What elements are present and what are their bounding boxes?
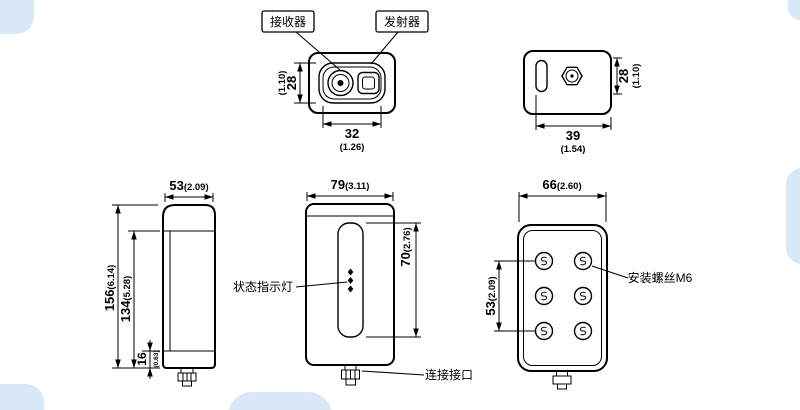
blob-bottom-center (228, 392, 332, 410)
screw-hole-icon (534, 251, 554, 271)
dim-top-rear-width-mm: 39 (566, 128, 580, 143)
status-led-leader-line (295, 281, 348, 288)
callout-emitter: 发射器 (370, 10, 429, 65)
screw-center (570, 74, 574, 78)
mount-slot (535, 59, 548, 93)
dim-top-face-width-mm: 32 (345, 126, 359, 141)
emitter-leader-line (370, 31, 399, 65)
status-led-icons (347, 268, 354, 293)
blob-top-right (788, 0, 800, 20)
view-side: 53(2.09) 156(6.14) 134(5.28) 16 (0.63) (102, 178, 216, 387)
connector-tip (557, 383, 567, 390)
screw-hole-icon (534, 286, 554, 306)
led-diamond-icon (347, 277, 354, 284)
view-rear: 66(2.60) 53(2.09) 安装螺丝M6 (483, 177, 693, 390)
screw-hole-icon (573, 321, 593, 341)
callout-receiver: 接收器 (261, 10, 341, 71)
rear-connector (552, 370, 572, 390)
top-rear-body (523, 50, 612, 115)
emitter-window-inner (362, 76, 375, 90)
dim-side-depth: 53(2.09) (169, 178, 208, 193)
receiver-lens-ring (331, 74, 350, 92)
hex-nut (561, 66, 583, 86)
emitter-window-outer (357, 71, 380, 95)
connector-leader-line (361, 370, 425, 376)
dim-side-base-in: (0.63) (153, 351, 160, 368)
receiver-label-box (261, 10, 315, 33)
rear-body (517, 224, 608, 372)
dim-top-face-height-in: (1.10) (277, 71, 288, 96)
blob-bottom-left (0, 384, 44, 410)
led-diamond-icon (347, 268, 354, 276)
side-connector (177, 367, 197, 387)
screw-hole-icon (573, 286, 593, 306)
dim-top-rear-height-in: (1.10) (631, 64, 642, 89)
dim-top-face-width-in: (1.26) (340, 142, 365, 153)
dim-side-total-height: 156(6.14) (102, 265, 117, 312)
view-front: 79(3.11) 70(2.76) 状态指示灯 连接接口 (233, 177, 473, 386)
mount-screw-leader-line (591, 265, 629, 279)
connector-ridges (182, 373, 192, 381)
view-top-face: 接收器 发射器 28 (1.10) 32 (1.26) (261, 10, 429, 153)
dim-top-face-height-mm: 28 (284, 76, 299, 90)
receiver-lens-outer (327, 69, 354, 97)
dim-top-rear-width-in: (1.54) (561, 144, 586, 155)
dim-side-body-height: 134(5.28) (118, 276, 133, 323)
emitter-label-box (375, 10, 429, 33)
dim-side-base-mm: 16 (135, 352, 149, 366)
screw-circle (565, 69, 579, 83)
dim-top-rear-height-mm: 28 (616, 69, 631, 83)
side-body (162, 204, 216, 369)
led-diamond-icon (347, 285, 354, 293)
rear-body-inner (523, 230, 602, 366)
emitter-label: 发射器 (384, 14, 420, 29)
lens-recess-outer (318, 62, 386, 104)
screw-hole-icon (573, 251, 593, 271)
receiver-lens-center (337, 80, 344, 86)
front-connector (341, 364, 360, 386)
screw-hole-icon (534, 321, 554, 341)
connector-tip (182, 380, 192, 387)
status-led-label: 状态指示灯 (233, 279, 293, 294)
connector-nut (552, 375, 572, 385)
blob-top-left (0, 0, 34, 34)
dim-rear-width: 66(2.60) (542, 177, 581, 192)
top-face-body (308, 52, 396, 114)
connector-ridges (345, 370, 356, 379)
dim-rear-pitch: 53(2.09) (483, 276, 498, 315)
view-top-rear: 28 (1.10) 39 (1.54) (523, 50, 642, 155)
blob-right (786, 168, 800, 264)
receiver-leader-line (295, 31, 341, 71)
dim-front-width: 79(3.11) (331, 177, 370, 192)
receiver-label: 接收器 (270, 14, 306, 29)
lens-recess-inner (322, 66, 382, 100)
dim-front-window: 70(2.76) (398, 227, 413, 266)
connector-tip (345, 378, 356, 386)
mount-screw-label: 安装螺丝M6 (628, 270, 693, 285)
screw-holes (534, 251, 593, 341)
front-window (337, 222, 364, 338)
connector-label: 连接接口 (425, 367, 473, 382)
